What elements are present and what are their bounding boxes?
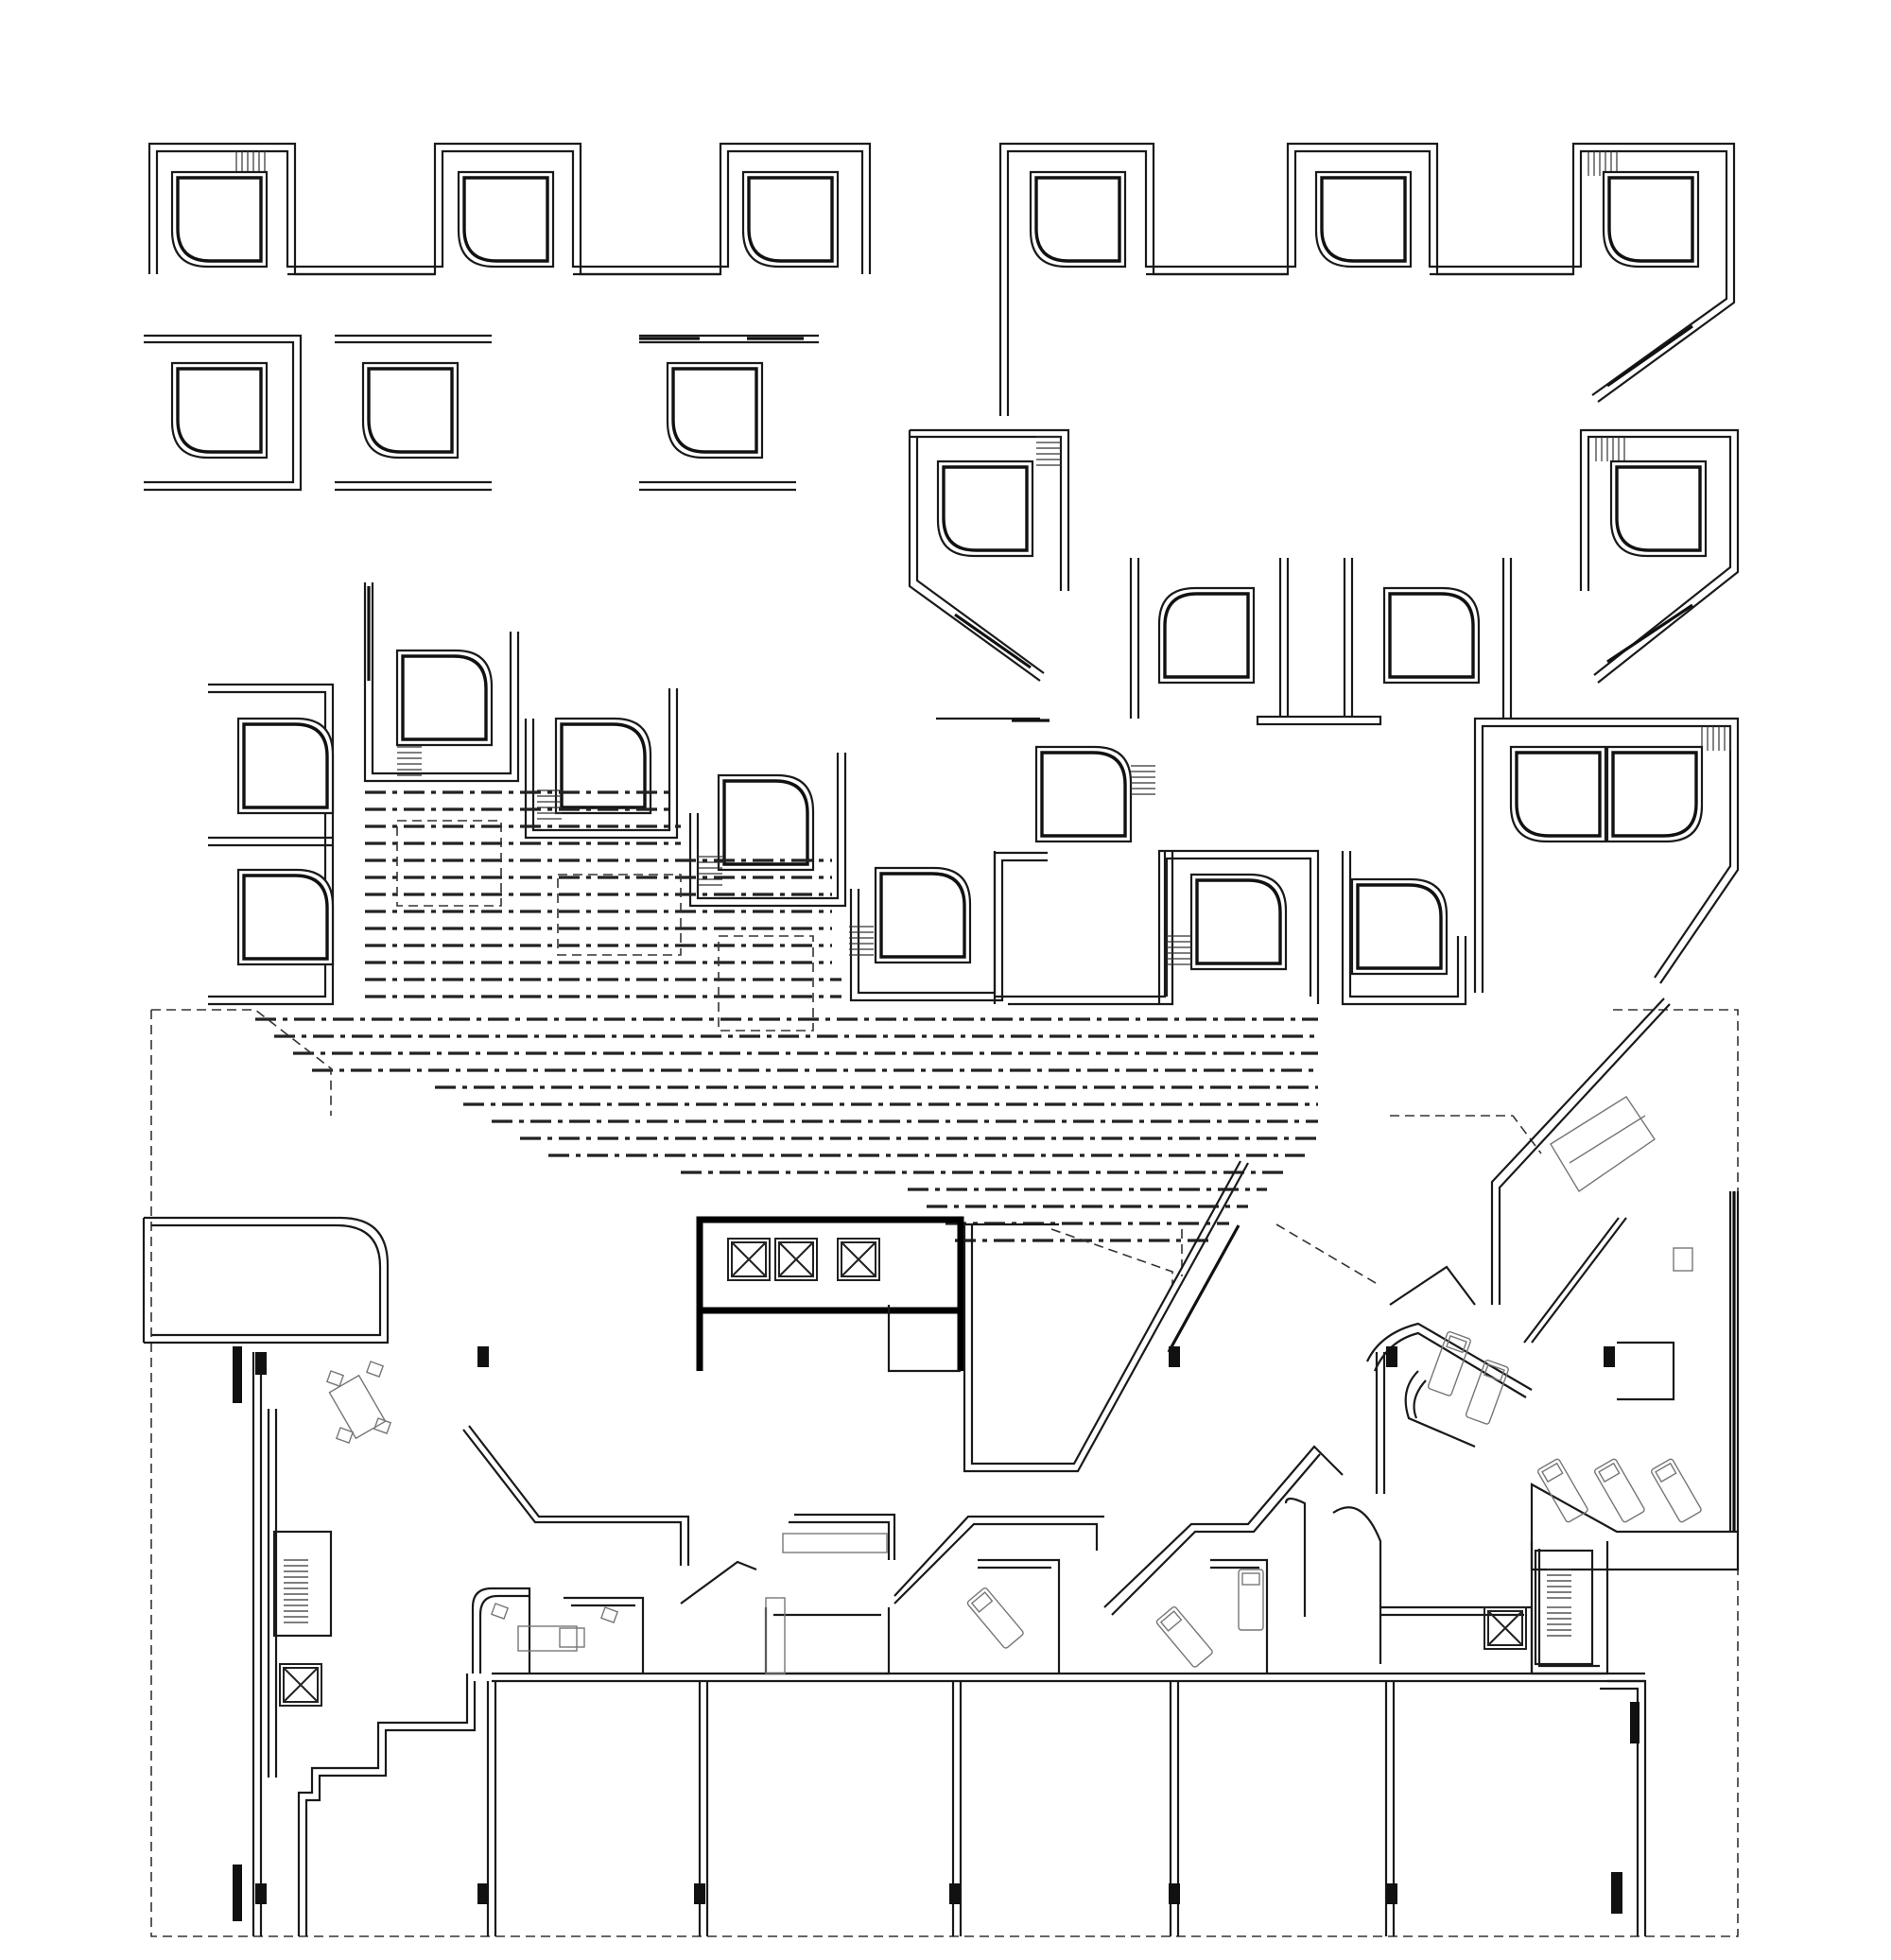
second-pod-row xyxy=(144,334,819,492)
right-upper-cluster xyxy=(908,428,1740,726)
top-pod-row-left xyxy=(147,142,872,276)
middle-left-cluster xyxy=(208,582,1174,1006)
lower-floor-outline xyxy=(150,1009,1739,1937)
furniture xyxy=(326,1096,1703,1674)
lower-floor-walls xyxy=(142,997,1740,1936)
middle-right-cluster xyxy=(1157,717,1740,1006)
structural-columns xyxy=(233,1346,1639,1921)
lower-stairs-and-lifts xyxy=(272,1530,1594,1707)
top-pod-row-right xyxy=(998,142,1736,416)
